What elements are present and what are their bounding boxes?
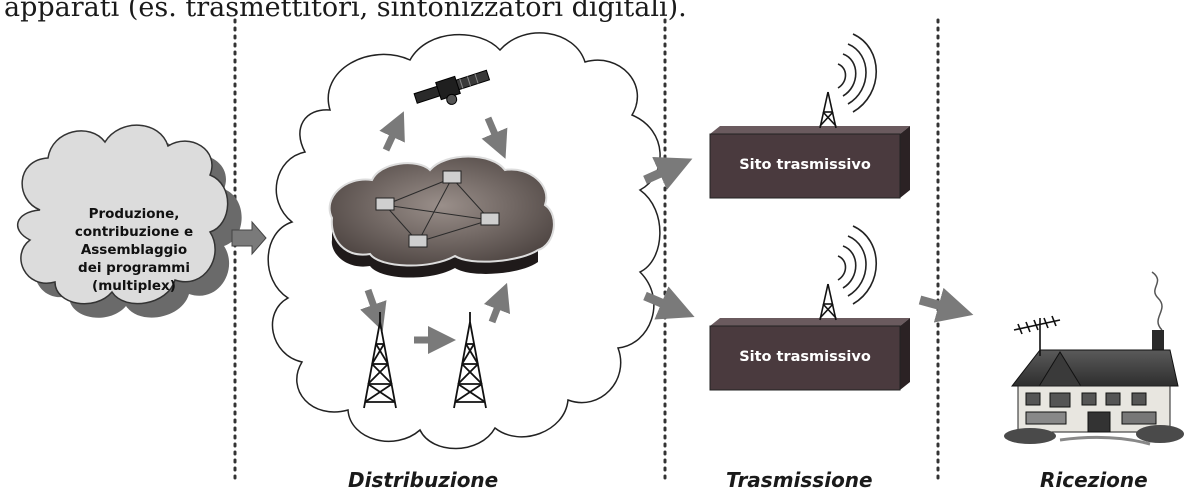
site-label-2: Sito trasmissivo bbox=[739, 349, 871, 365]
radio-waves-icon bbox=[837, 33, 877, 113]
section-label-transmission: Trasmissione bbox=[726, 468, 873, 492]
antenna-tower-icon bbox=[363, 312, 487, 409]
site-box-1 bbox=[709, 126, 910, 199]
site-label-1: Sito trasmissivo bbox=[739, 157, 871, 173]
satellite-icon bbox=[413, 69, 491, 105]
section-label-reception: Ricezione bbox=[1040, 468, 1148, 492]
site-box-2 bbox=[709, 318, 910, 391]
arrow-to-site-2 bbox=[643, 286, 695, 320]
tv-aerial-icon bbox=[1013, 315, 1061, 356]
arrow-down-to-tower bbox=[360, 288, 387, 332]
radio-waves-icon bbox=[837, 225, 877, 305]
section-label-distribution: Distribuzione bbox=[348, 468, 499, 492]
intro-text: apparati (es. trasmettitori, sintonizzat… bbox=[4, 0, 687, 23]
antenna-tower-icon bbox=[819, 91, 837, 129]
production-label: Produzione, contribuzione e Assemblaggio… bbox=[74, 206, 194, 294]
arrow-down-from-satellite bbox=[481, 116, 508, 159]
arrow-up-to-satellite bbox=[379, 111, 405, 152]
arrow-up-from-tower bbox=[483, 282, 511, 324]
arrow-production-to-distribution bbox=[231, 220, 267, 256]
production-cloud bbox=[16, 124, 242, 318]
antenna-tower-icon bbox=[819, 283, 837, 321]
house-icon bbox=[1004, 271, 1184, 446]
arrow-to-reception bbox=[918, 287, 974, 323]
arrow-to-site-1 bbox=[643, 157, 693, 190]
network-cloud-icon bbox=[328, 155, 555, 278]
